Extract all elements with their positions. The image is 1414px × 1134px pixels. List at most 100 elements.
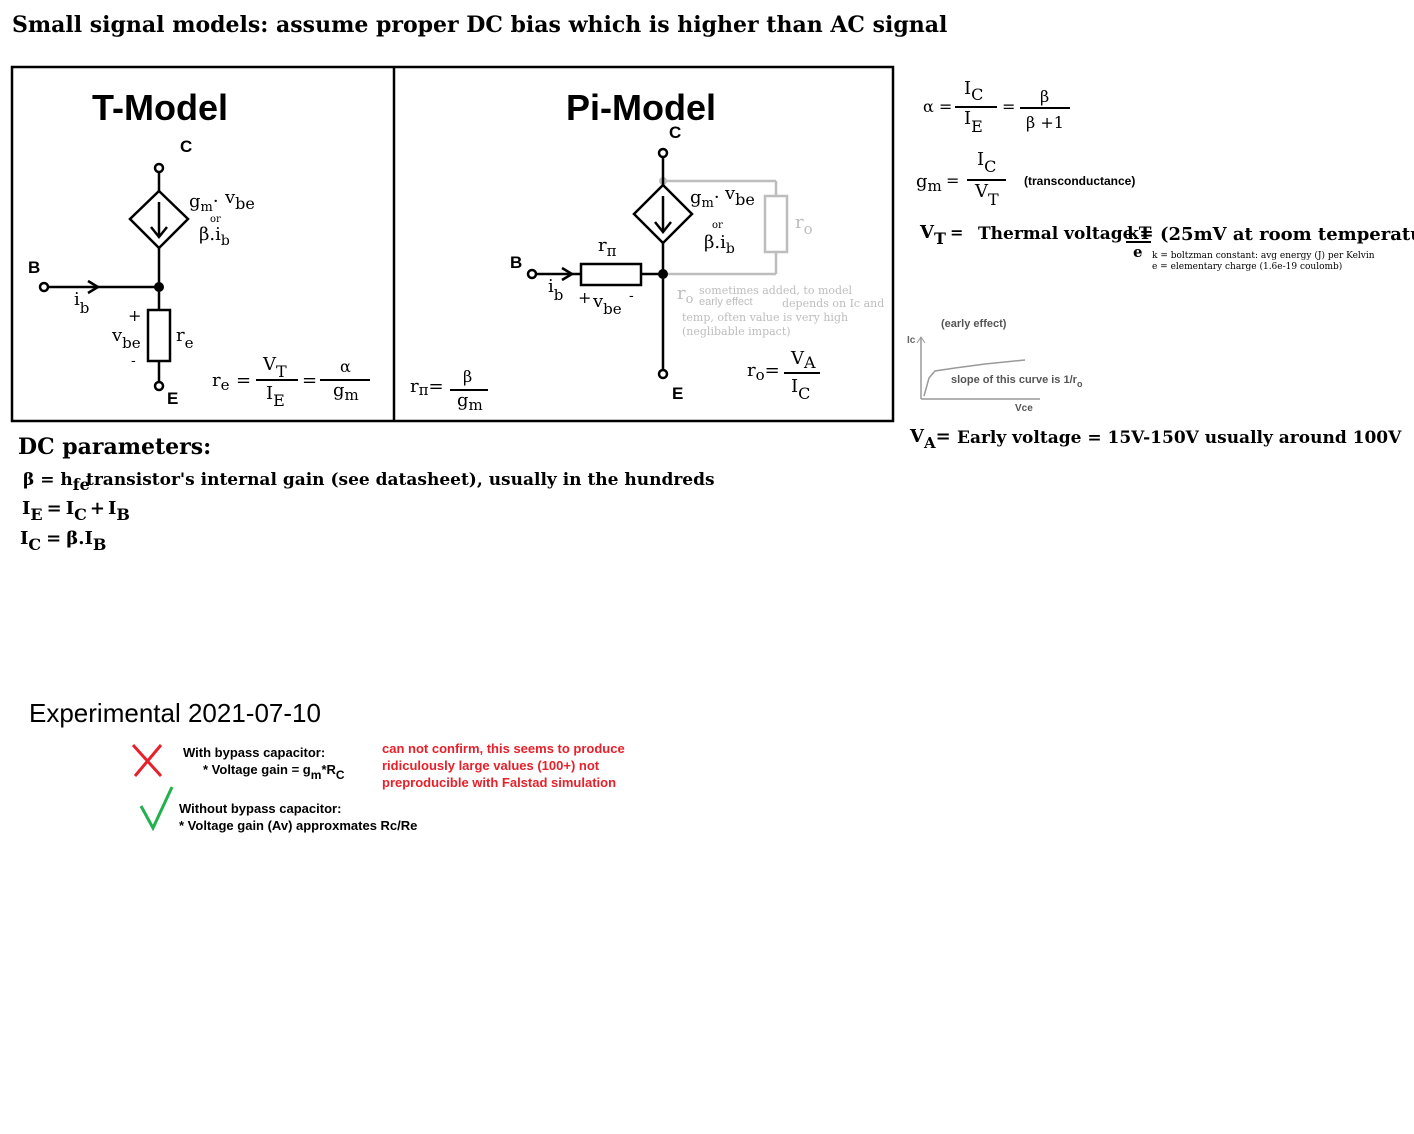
t-eq-vt: VT [262, 354, 287, 381]
with-bypass-note-2: ridiculously large values (100+) not [382, 758, 600, 773]
pi-model: Pi-Model C B E gm· vbe [410, 87, 884, 414]
check-icon [139, 786, 174, 832]
pi-ro-note-line3: temp, often value is very high [682, 311, 848, 324]
pi-junction-dot [658, 269, 668, 279]
vt-paren: (25mV at room temperature) [1160, 224, 1414, 245]
t-eq-equals1: = [236, 370, 251, 391]
without-bypass-text: * Voltage gain (Av) approxmates Rc/Re [179, 818, 417, 833]
pi-src-gm: gm· [690, 187, 720, 211]
vt-kt: kT [1127, 224, 1152, 244]
alpha-lhs: α = [923, 97, 952, 116]
pi-resistor-rpi [579, 262, 643, 287]
vt-note-k: k = boltzman constant: avg energy (J) pe… [1152, 250, 1375, 261]
t-vbe-minus: - [131, 353, 136, 369]
vt-text: Thermal voltage = [978, 224, 1154, 244]
t-src-gm: gm· [189, 191, 219, 215]
pi-eq-ro: ro= [747, 360, 780, 384]
pi-model-heading: Pi-Model [566, 87, 716, 128]
t-resistor-re [146, 308, 172, 363]
pi-src-or: or [712, 220, 723, 231]
vt-e: e [1133, 243, 1143, 261]
pi-ib-label: ib [548, 276, 563, 304]
dc-ie-eq: IE=IC+IB [22, 498, 130, 524]
early-effect-plot: (early effect) Ic slope of this curve is… [907, 318, 1083, 414]
pi-node-c-label: C [669, 123, 681, 142]
pi-rpi-label: rπ [598, 235, 617, 260]
gm-lhs: gm [916, 171, 942, 195]
t-model-heading: T-Model [92, 87, 228, 128]
models-border [10, 65, 895, 423]
t-node-e-terminal [153, 380, 165, 392]
dc-ic-eq: IC=β.IB [20, 528, 106, 554]
t-src-beta: β.ib [199, 224, 230, 249]
early-plot-slope: slope of this curve is 1/ro [951, 374, 1083, 389]
dc-beta-lhs: β = hfe [23, 470, 90, 494]
pi-eq-rpi: rπ= [410, 376, 444, 399]
dc-beta-text: transistor's internal gain (see datashee… [86, 470, 715, 490]
t-eq-equals2: = [302, 370, 317, 391]
t-model: T-Model C B E gm· vbe or β.ib ib + vbe -… [28, 87, 370, 410]
with-bypass-note-3: preproducible with Falstad simulation [382, 775, 616, 790]
alpha-ie: IE [964, 108, 983, 136]
va-text: Early voltage = 15V-150V usually around … [957, 428, 1402, 448]
pi-ro-note-early: early effect [699, 296, 753, 308]
t-node-b-label: B [28, 258, 40, 277]
t-node-b-terminal [38, 281, 50, 293]
t-eq-re: re [212, 370, 230, 394]
pi-vbe-minus: - [629, 288, 634, 304]
pi-ro-note-line2: depends on Ic and [782, 297, 884, 310]
pi-ro-label: ro [795, 212, 813, 238]
experimental-heading: Experimental 2021-07-10 [29, 698, 321, 728]
pi-src-vbe: vbe [724, 183, 755, 209]
pi-ro-note-line1: sometimes added, to model [699, 284, 853, 297]
dc-parameters: DC parameters: β = hfe transistor's inte… [18, 434, 715, 554]
gm-equals: = [946, 171, 959, 190]
with-bypass-title: With bypass capacitor: [183, 745, 325, 760]
t-eq-alpha: α [340, 357, 351, 376]
formulas-panel: α = IC IE = β β +1 gm = IC VT (transcond… [907, 78, 1414, 452]
models-frame [10, 65, 895, 423]
t-node-c-terminal [153, 162, 165, 174]
pi-circuit-wires [526, 147, 694, 380]
pi-ib-arrow [561, 266, 575, 282]
alpha-beta-plus-one: β +1 [1026, 113, 1064, 132]
pi-eq-va: VA [790, 348, 816, 372]
t-node-e-label: E [167, 389, 178, 408]
cross-icon [131, 743, 163, 778]
gm-note: (transconductance) [1024, 174, 1135, 188]
t-vbe-plus: + [128, 306, 141, 325]
pi-ro-note-line4: (neglibable impact) [682, 325, 791, 338]
gm-vt: VT [974, 181, 999, 209]
pi-eq-gm: gm [457, 390, 483, 414]
vt-equals: = [950, 223, 963, 242]
pi-source-arrow-head [654, 221, 672, 235]
alpha-equals: = [1002, 97, 1015, 116]
t-source-arrow-head [150, 226, 168, 240]
t-re-label: re [176, 325, 194, 352]
early-plot-curve [923, 359, 1026, 397]
with-bypass-text: * Voltage gain = gm*RC [203, 762, 345, 782]
pi-node-e-label: E [672, 384, 683, 403]
early-plot-y-arrow [916, 336, 926, 344]
t-src-vbe: vbe [224, 187, 255, 213]
pi-src-beta: β.ib [704, 232, 735, 257]
t-ib-arrow [87, 279, 101, 295]
early-plot-xlabel: Vce [1015, 403, 1033, 414]
pi-ro-note-symbol: ro [677, 283, 694, 307]
alpha-beta: β [1040, 87, 1049, 106]
t-ib-label: ib [74, 289, 89, 317]
alpha-ic: IC [964, 78, 983, 104]
vt-note-e: e = elementary charge (1.6e-19 coulomb) [1152, 261, 1342, 272]
pi-node-c-terminal [657, 147, 669, 159]
va-lhs: VA= [909, 426, 951, 452]
t-src-or: or [210, 214, 221, 225]
pi-node-e-terminal [657, 368, 669, 380]
t-junction-dot [154, 282, 164, 292]
pi-node-b-label: B [510, 253, 522, 272]
early-plot-ylabel: Ic [907, 335, 916, 346]
pi-vbe-plus: + [578, 288, 591, 307]
t-circuit-wires [38, 162, 190, 392]
t-vbe-label: vbe [111, 325, 141, 352]
dc-heading: DC parameters: [18, 434, 211, 460]
